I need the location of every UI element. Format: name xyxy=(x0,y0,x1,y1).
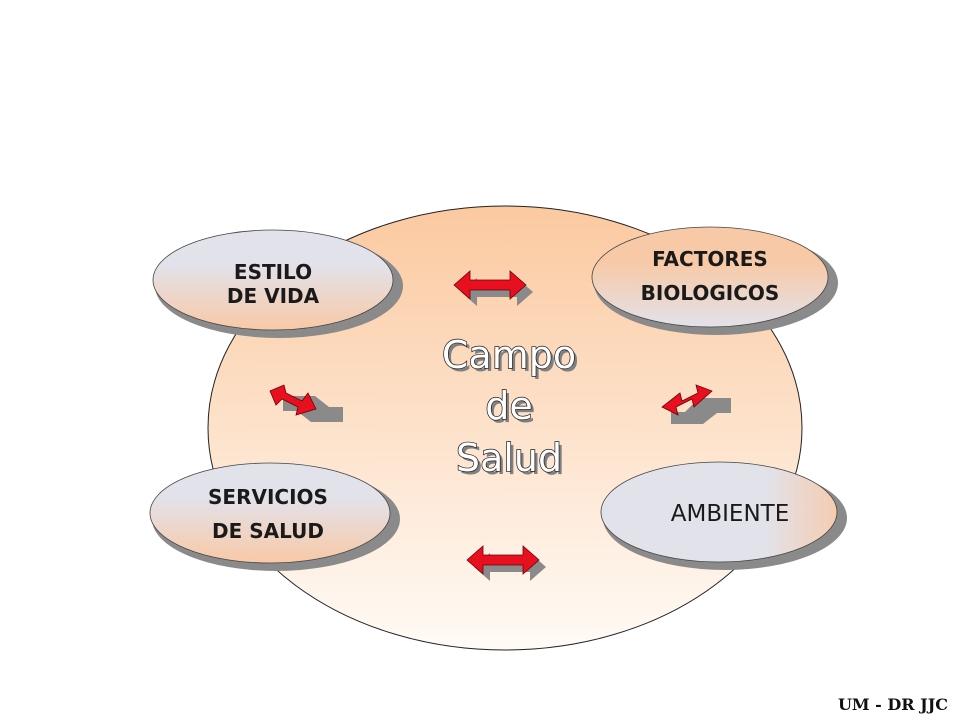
node-ambiente-line-1: AMBIENTE xyxy=(671,501,789,527)
node-servicios-line-2: DE SALUD xyxy=(212,519,324,543)
footer-credit: UM - DR JJC xyxy=(837,695,948,714)
center-line-2: de xyxy=(485,384,533,428)
node-servicios-de-salud: SERVICIOS DE SALUD xyxy=(149,462,400,571)
node-ambiente: AMBIENTE xyxy=(600,461,847,570)
node-factores-line-1: FACTORES xyxy=(652,247,768,271)
node-estilo-line-1: ESTILO xyxy=(234,260,312,284)
node-servicios-line-1: SERVICIOS xyxy=(208,485,328,509)
node-estilo-de-vida: ESTILO DE VIDA xyxy=(152,229,403,338)
center-line-1: Campo xyxy=(442,333,576,377)
node-factores-line-2: BIOLOGICOS xyxy=(641,281,780,305)
node-factores-biologicos: FACTORES BIOLOGICOS xyxy=(591,226,838,335)
node-estilo-line-2: DE VIDA xyxy=(227,284,320,308)
center-line-3: Salud xyxy=(456,436,562,480)
arrow-left-curved xyxy=(269,384,343,422)
center-shadow-3: Salud xyxy=(459,439,565,483)
center-shadow-1: Campo xyxy=(445,336,579,380)
center-shadow-2: de xyxy=(488,387,536,431)
center-label-campo-de-salud: Campo Campo de de Salud Salud xyxy=(441,332,579,483)
arrow-right-curved xyxy=(661,384,731,424)
